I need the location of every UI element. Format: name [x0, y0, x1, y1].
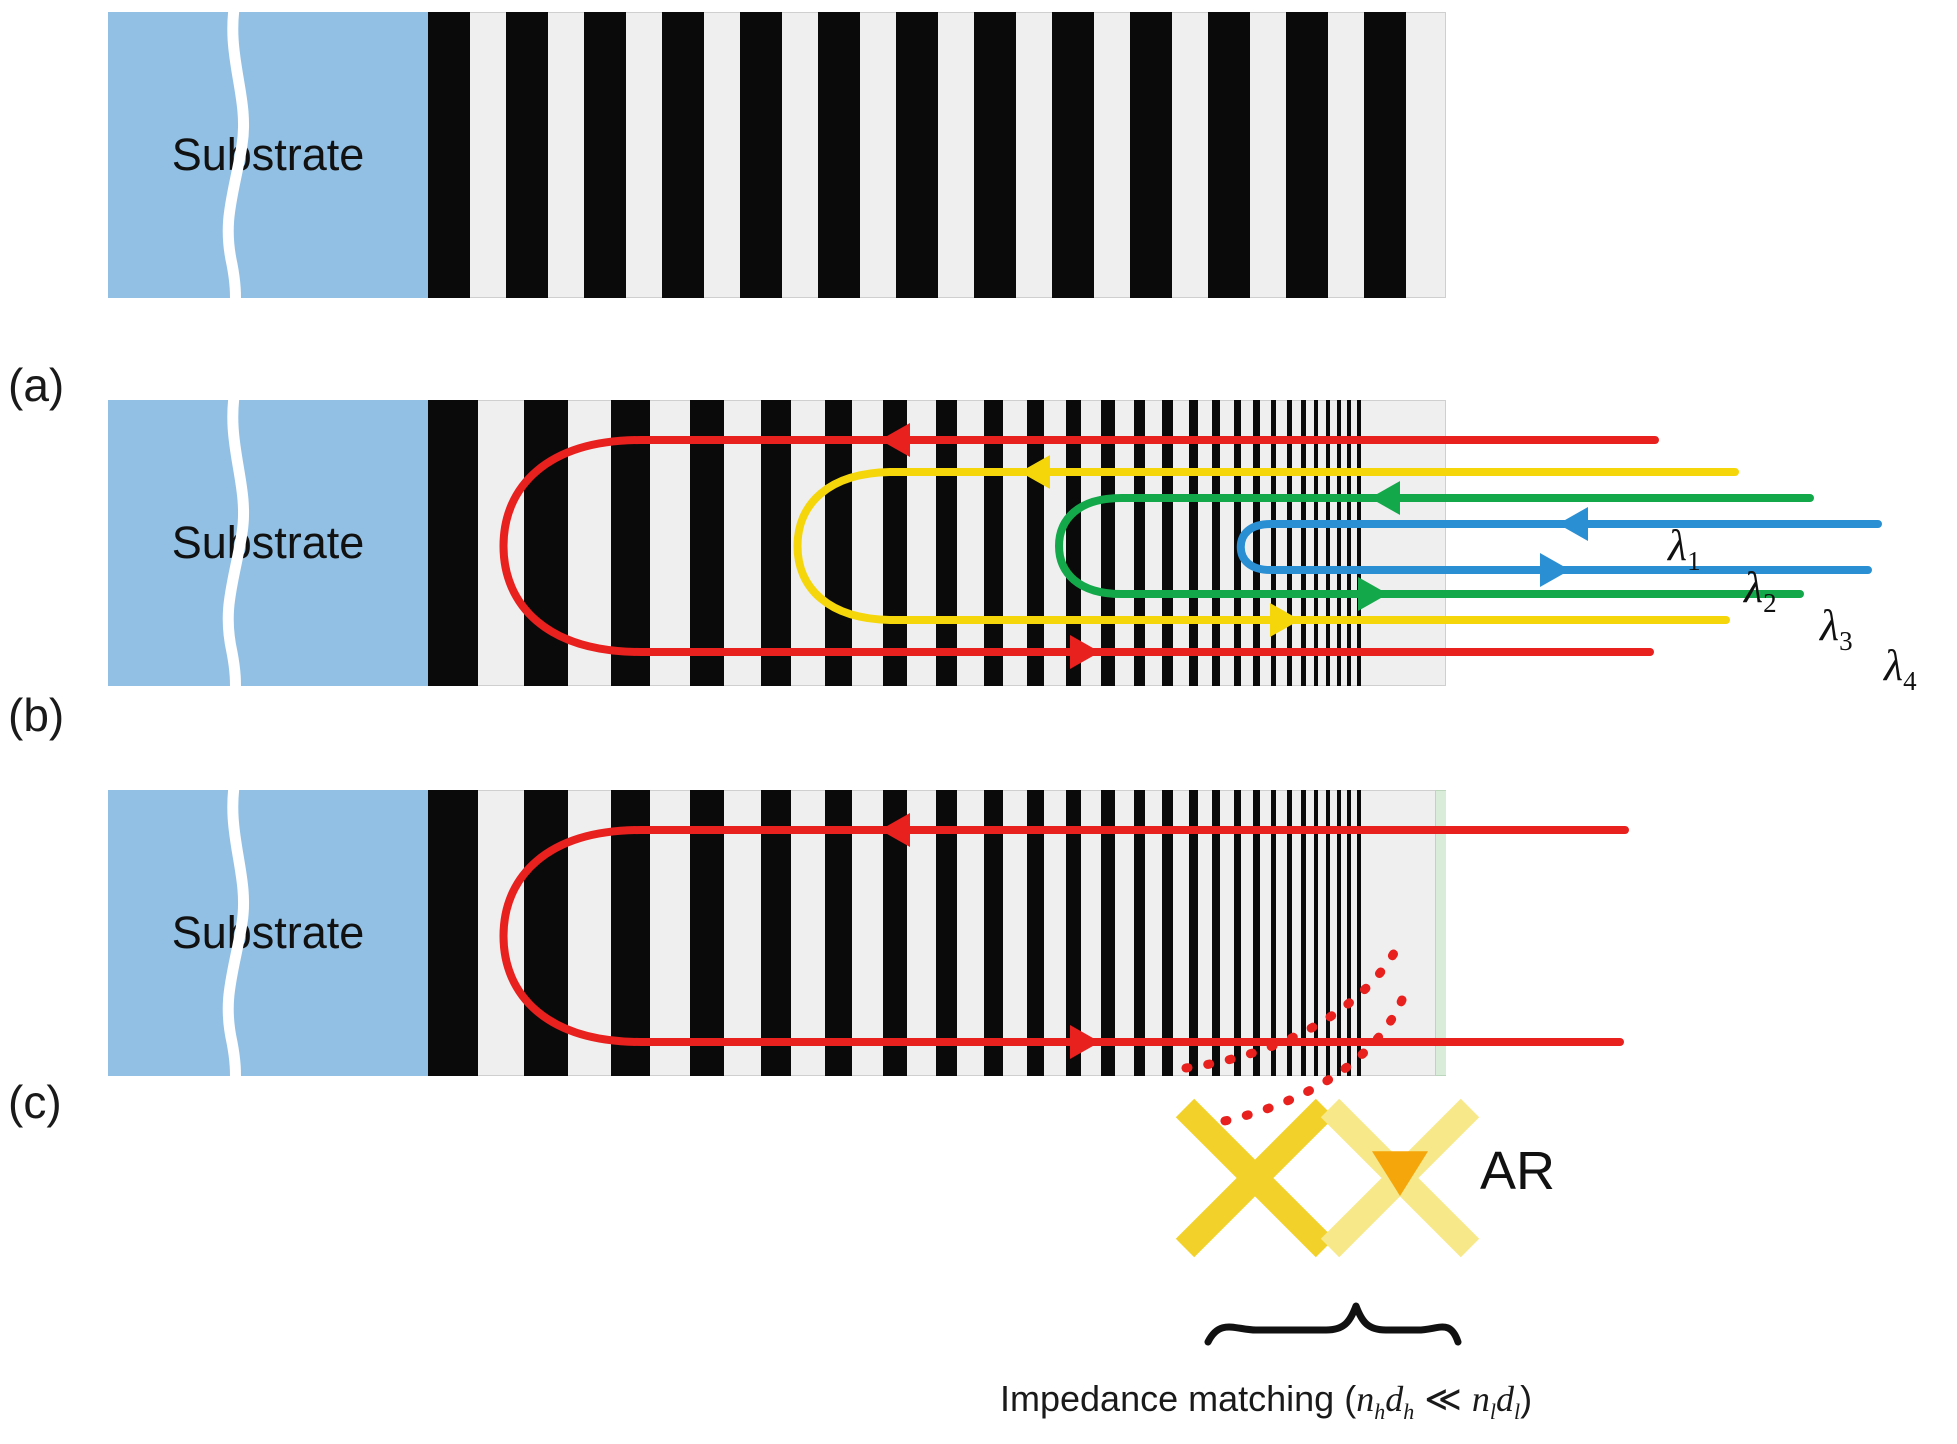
ray-arrowhead-icon: [1540, 553, 1570, 587]
bragg-layer: [1336, 790, 1341, 1076]
blocked-cross-icon-2: [1320, 1098, 1480, 1258]
bragg-layer: [689, 790, 725, 1076]
bragg-layer: [760, 400, 792, 686]
lambda-2-label: λ2: [1744, 563, 1777, 618]
blocked-cross-icon-1: [1175, 1098, 1335, 1258]
bragg-layer: [1101, 790, 1115, 1076]
bragg-layer: [1301, 790, 1306, 1076]
bragg-layer: [1212, 790, 1221, 1076]
substrate-c: Substrate: [108, 790, 428, 1076]
lambda-1-label: λ1: [1668, 521, 1701, 576]
bragg-layer: [936, 400, 958, 686]
lambda-4-label: λ4: [1884, 641, 1917, 696]
bragg-layer: [662, 12, 704, 298]
bragg-layer: [1286, 400, 1292, 686]
substrate-b: Substrate: [108, 400, 428, 686]
bragg-layer: [1130, 12, 1172, 298]
substrate-label-c: Substrate: [171, 907, 365, 958]
bragg-layer: [1253, 790, 1260, 1076]
bragg-layer: [1188, 400, 1198, 686]
bragg-layer: [1101, 400, 1115, 686]
bragg-layer: [428, 12, 470, 298]
bragg-layer: [1208, 12, 1250, 298]
substrate-label-a: Substrate: [171, 129, 365, 180]
bragg-layer: [584, 12, 626, 298]
bragg-layer: [1188, 790, 1198, 1076]
bragg-layer: [825, 400, 853, 686]
bragg-layer: [1162, 400, 1173, 686]
bragg-layer: [1066, 400, 1081, 686]
substrate-a: Substrate: [108, 12, 428, 298]
bragg-layer: [1336, 400, 1341, 686]
bragg-layer: [825, 790, 853, 1076]
bragg-layer: [760, 790, 792, 1076]
ar-interface-marker-icon: [1372, 1151, 1428, 1196]
bragg-layer: [1301, 400, 1306, 686]
ar-coating-region: [1435, 790, 1446, 1076]
bragg-layer: [896, 12, 938, 298]
bragg-layer: [1346, 400, 1351, 686]
bragg-layer: [1212, 400, 1221, 686]
bragg-layer: [974, 12, 1016, 298]
substrate-break-wave-icon: [222, 790, 250, 1076]
bragg-layer: [1066, 790, 1081, 1076]
bragg-layer: [1356, 400, 1361, 686]
bragg-layer: [1027, 400, 1044, 686]
bragg-layer: [689, 400, 725, 686]
bragg-layer: [610, 790, 651, 1076]
bragg-layer: [883, 790, 908, 1076]
bragg-layer: [1052, 12, 1094, 298]
bragg-stack-c: Substrate: [108, 790, 1446, 1076]
bragg-layer: [1314, 400, 1319, 686]
bragg-layer: [1253, 400, 1260, 686]
substrate-break-wave-icon: [222, 12, 250, 298]
impedance-matching-caption: Impedance matching (nhdh ≪ nldl): [1000, 1378, 1533, 1425]
ray-arrowhead-icon: [1558, 507, 1588, 541]
bragg-layer: [1133, 790, 1146, 1076]
bragg-layer: [524, 790, 569, 1076]
bragg-layer: [936, 790, 958, 1076]
substrate-label-b: Substrate: [171, 517, 365, 568]
bragg-stack-b: Substrate: [108, 400, 1446, 686]
bragg-layer: [1286, 790, 1292, 1076]
bragg-layer: [1286, 12, 1328, 298]
substrate-break-wave-icon: [222, 400, 250, 686]
bragg-layer: [1133, 400, 1146, 686]
bragg-layer: [1364, 12, 1406, 298]
bragg-layer: [610, 400, 651, 686]
bragg-layer: [428, 400, 478, 686]
panel-a-label: (a): [8, 359, 65, 411]
bragg-stack-a: Substrate: [108, 12, 1446, 298]
panel-b-label: (b): [8, 689, 65, 741]
bragg-layer: [1162, 790, 1173, 1076]
bragg-layer: [1314, 790, 1319, 1076]
bragg-layer: [1270, 790, 1277, 1076]
lambda-3-label: λ3: [1820, 601, 1853, 656]
bragg-layer: [1326, 400, 1331, 686]
bragg-layer: [883, 400, 908, 686]
panel-c-label: (c): [8, 1076, 62, 1128]
bragg-layer: [1233, 400, 1241, 686]
bragg-layer: [524, 400, 569, 686]
bragg-layer: [1356, 790, 1361, 1076]
bragg-layer: [1270, 400, 1277, 686]
bragg-layer: [1233, 790, 1241, 1076]
bragg-layer: [983, 400, 1003, 686]
ar-label: AR: [1480, 1141, 1556, 1201]
bragg-layer: [1027, 790, 1044, 1076]
bragg-layer: [983, 790, 1003, 1076]
bragg-layer: [818, 12, 860, 298]
bragg-layer: [740, 12, 782, 298]
bragg-layer: [506, 12, 548, 298]
bragg-layer: [428, 790, 478, 1076]
bragg-layer: [1326, 790, 1331, 1076]
bragg-layer: [1346, 790, 1351, 1076]
